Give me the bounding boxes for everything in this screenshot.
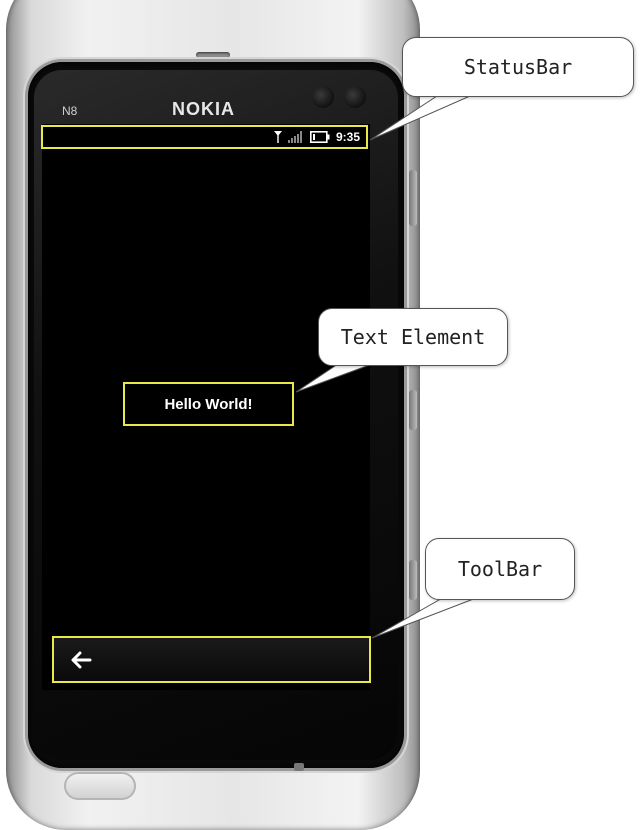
front-camera [312, 86, 334, 108]
toolbar-callout: ToolBar [425, 538, 575, 600]
battery-icon [309, 131, 330, 143]
side-button [409, 390, 417, 430]
clock-time: 9:35 [335, 130, 360, 144]
model-label: N8 [62, 104, 78, 118]
antenna-icon [273, 131, 282, 143]
side-button [409, 170, 417, 226]
signal-icon [287, 131, 304, 143]
brand-logo: NOKIA [172, 99, 235, 119]
text-element-callout-pointer [295, 363, 373, 393]
back-arrow-icon[interactable] [70, 651, 92, 673]
toolbar [52, 636, 371, 683]
screen [42, 124, 370, 690]
text-element-callout: Text Element [318, 308, 508, 366]
home-button [64, 772, 136, 800]
earpiece-speaker [196, 52, 230, 58]
statusbar-callout: StatusBar [402, 37, 634, 97]
light-sensor [344, 86, 366, 108]
lanyard-hole [294, 763, 304, 771]
hello-world-text: Hello World! [123, 382, 294, 426]
status-bar: 9:35 [41, 125, 368, 149]
side-button [409, 560, 417, 600]
toolbar-callout-pointer [371, 595, 477, 639]
statusbar-callout-pointer [369, 93, 471, 141]
